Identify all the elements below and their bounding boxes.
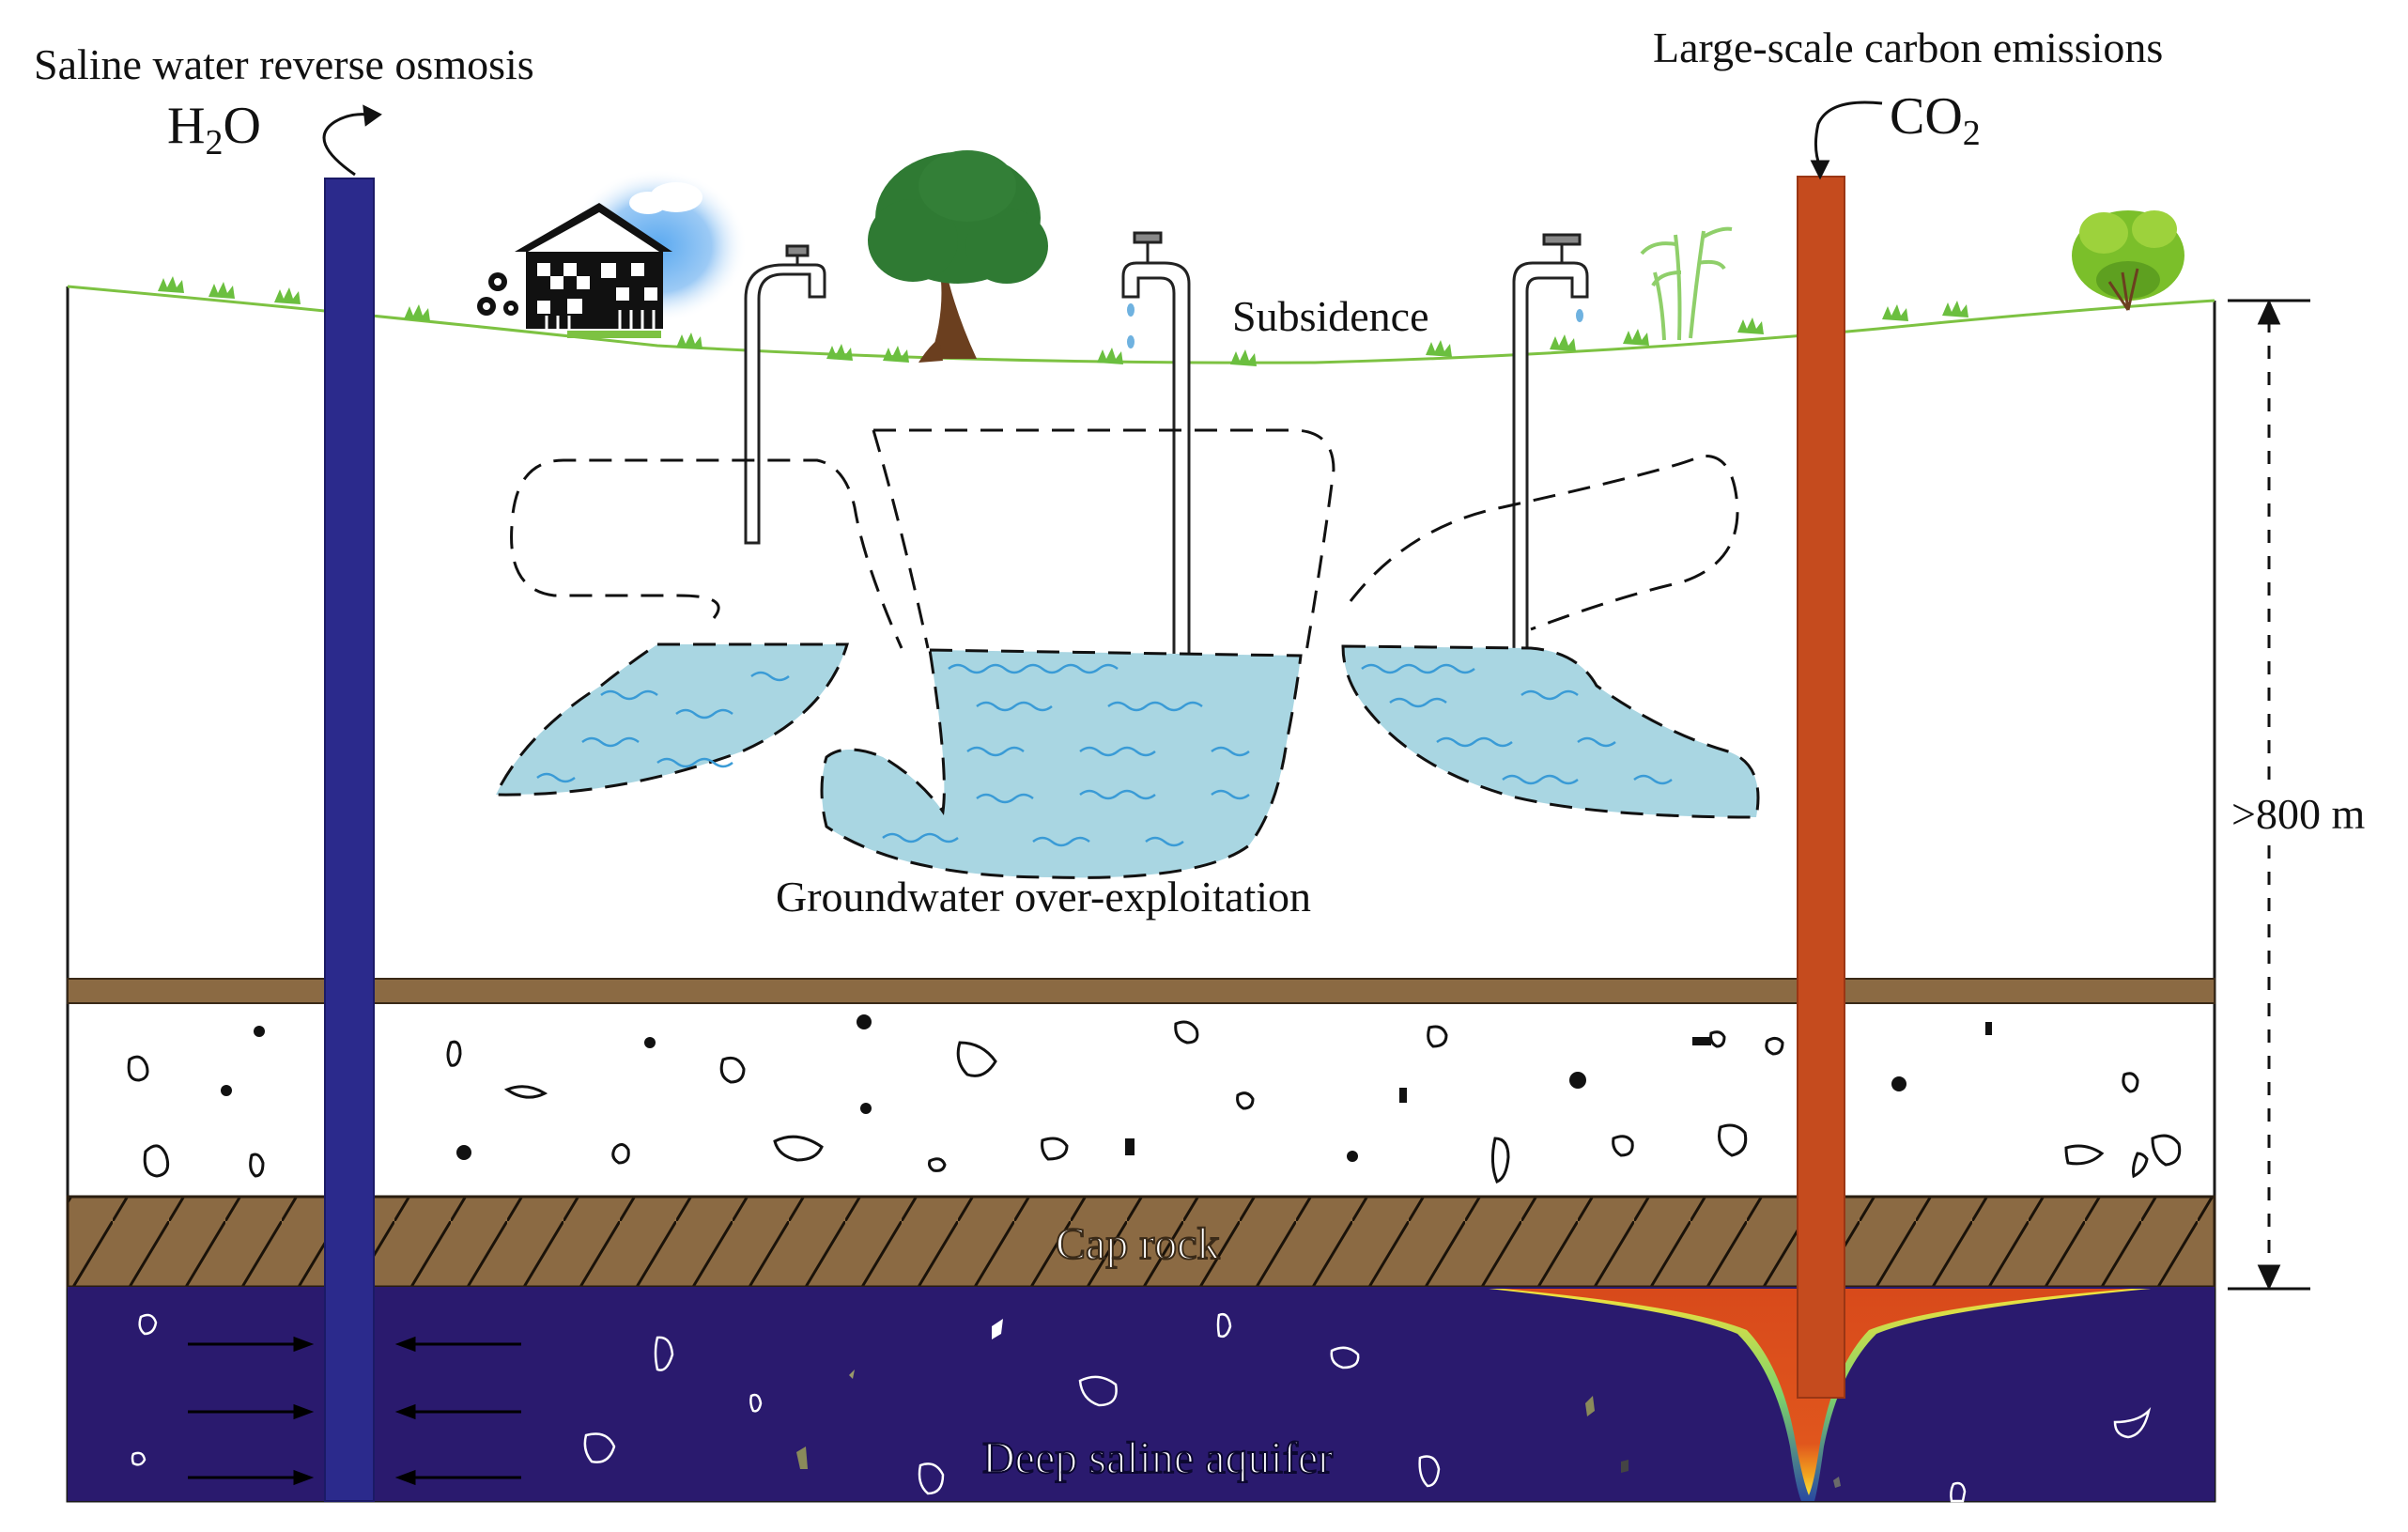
aquifer-label: Deep saline aquifer (982, 1433, 1333, 1483)
flow-arrows (188, 1336, 521, 1486)
caprock-label: Cap rock (1056, 1219, 1220, 1269)
house-icon (477, 169, 748, 338)
h2o-out-arrow (322, 104, 382, 177)
aquifer-flakes (796, 1319, 1841, 1488)
saline-extraction-pipe (324, 178, 375, 1502)
co2-in-arrow (1810, 101, 1883, 180)
clay-layer (67, 978, 2215, 1004)
gravel-dots (221, 1014, 1992, 1162)
co2-label: CO2 (1890, 87, 1981, 153)
ground-surface (67, 285, 2215, 364)
carbon-label: Large-scale carbon emissions (1653, 23, 2163, 71)
faucet-icon (744, 231, 1589, 744)
subsidence-label: Subsidence (1232, 292, 1429, 340)
co2-injection-pipe (1797, 176, 1845, 1399)
depth-label: >800 m (2231, 790, 2365, 838)
water-drops (1127, 303, 1583, 348)
aquifer-pebbles (131, 1313, 2152, 1503)
gravel-pebbles (127, 1020, 2182, 1184)
depleted-zones (510, 428, 1739, 658)
water-waves (536, 663, 1673, 847)
groundwater-label: Groundwater over-exploitation (776, 873, 1311, 921)
plant-icon (1640, 226, 1733, 341)
saline-ro-label: Saline water reverse osmosis (34, 40, 534, 88)
shrub-icon (2072, 210, 2184, 311)
groundwater-bodies (493, 642, 1760, 879)
tree-icon (868, 150, 1048, 363)
h2o-label: H2O (167, 97, 261, 162)
grass-icon (158, 276, 1968, 366)
cap-rock-layer (66, 1195, 2216, 1289)
